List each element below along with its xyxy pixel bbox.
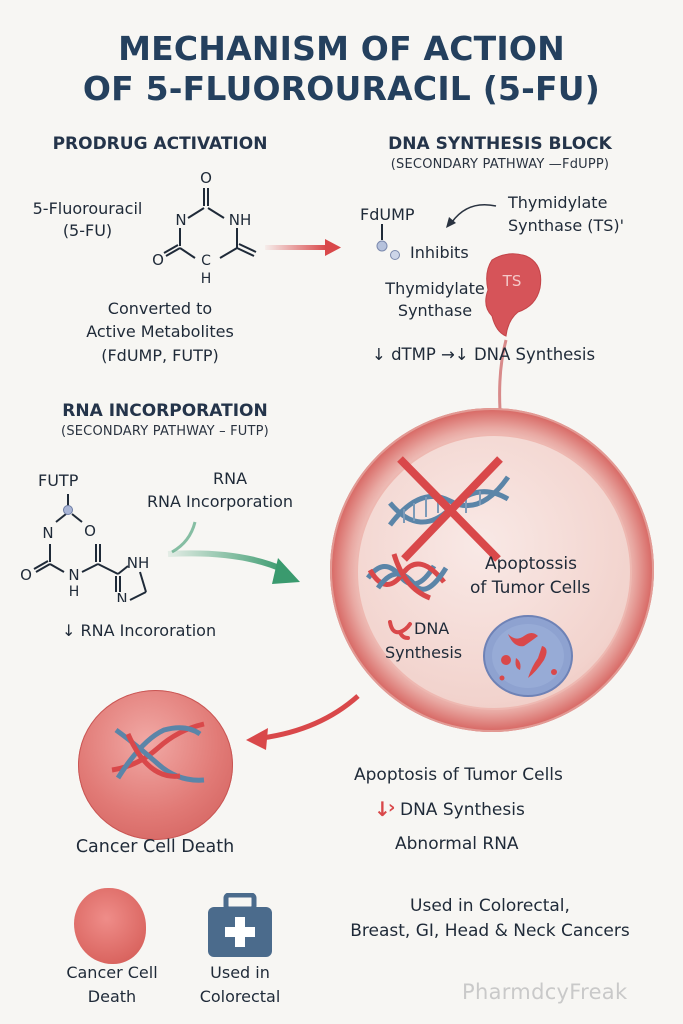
effect-abnormal-rna: Abnormal RNA	[395, 834, 519, 854]
effect-apoptosis: Apoptosis of Tumor Cells	[354, 765, 563, 785]
atom-o-top: O	[200, 169, 212, 187]
futp-atom-nh: NH	[127, 554, 150, 572]
converted-line-3: (FdUMP, FUTP)	[101, 346, 219, 365]
dna-block-heading: DNA SYNTHESIS BLOCK	[388, 134, 612, 154]
rna-line-1: RNA	[212, 469, 248, 488]
prodrug-heading: PRODRUG ACTIVATION	[52, 134, 268, 154]
inhibits-label: Inhibits	[410, 243, 469, 262]
down-arrow-icon: ↓	[374, 797, 391, 821]
fluorouracil-structure: O N NH O C H	[152, 169, 257, 287]
green-arrow-to-cell	[167, 521, 300, 584]
footer-icon2-line-2: Colorectal	[199, 987, 281, 1006]
medical-kit-icon	[208, 893, 272, 957]
inhibit-curved-arrow	[446, 204, 497, 228]
tumor-apoptosis-line-1: Apoptossis	[485, 554, 577, 574]
cancer-cell-dna-icon	[111, 721, 205, 783]
rna-heading: RNA INCORPORATION	[62, 401, 268, 421]
drug-abbr: (5-FU)	[62, 221, 113, 240]
rna-line-2: RNA Incorporation	[146, 492, 294, 511]
title-line-1: MECHANISM OF ACTION	[118, 29, 565, 68]
futp-atom-n2: N	[68, 566, 79, 584]
futp-label: FUTP	[38, 471, 79, 490]
fdump-molecule-icon	[376, 224, 400, 260]
chevron-right-icon: ›	[388, 797, 396, 818]
footer-icon1-line-2: Death	[87, 987, 137, 1006]
tumor-dna-line-1: DNA	[414, 619, 450, 638]
watermark: PharmdcyFreak	[462, 980, 628, 1004]
ts-full-line-1: Thymidylate	[508, 193, 608, 212]
converted-line-1: Converted to	[107, 299, 213, 318]
futp-atom-o3: O	[20, 566, 32, 584]
footer-icon2-line-1: Used in	[210, 963, 270, 982]
arrow-to-cancer-death	[246, 694, 360, 750]
rna-result: ↓ RNA Incororation	[62, 621, 217, 640]
fdump-label: FdUMP	[360, 205, 415, 224]
futp-atom-n3: N	[116, 590, 127, 602]
futp-atom-o1: O	[84, 522, 96, 540]
ts-enzyme-icon: TS	[485, 253, 542, 411]
atom-n-left: N	[175, 211, 186, 229]
footer-uses-line-1: Used in Colorectal,	[410, 896, 570, 916]
dna-block-result: ↓ dTMP →↓ DNA Synthesis	[372, 345, 596, 364]
thymidylate-line-2: Synthase	[397, 301, 473, 320]
rna-subheading: (SECONDARY PATHWAY – FUTP)	[61, 424, 269, 439]
tumor-apoptosis-line-2: of Tumor Cells	[470, 578, 591, 598]
futp-structure: N O O O N H NH N	[20, 494, 150, 602]
tumor-dna-line-2: Synthesis	[385, 643, 463, 662]
title-line-2: OF 5-FLUOROURACIL (5-FU)	[82, 69, 601, 108]
atom-nh-right: NH	[229, 211, 252, 229]
nucleus-icon	[483, 615, 573, 697]
atom-h-bottom: H	[201, 271, 212, 287]
broken-dna-fragment-icon	[388, 620, 412, 640]
ts-full-line-2: Synthase (TS)'	[508, 216, 625, 235]
atom-o-left: O	[152, 251, 164, 269]
damaged-dna-icon	[365, 553, 449, 601]
ts-badge-label: TS	[502, 272, 522, 290]
futp-atom-n1: N	[42, 524, 53, 542]
dna-helix-crossed-icon	[388, 456, 511, 562]
futp-atom-h2: H	[69, 584, 80, 600]
dna-block-subheading: (SECONDARY PATHWAY —FdUPP)	[390, 157, 610, 172]
cancer-death-label: Cancer Cell Death	[75, 837, 235, 857]
atom-c-bottom: C	[201, 253, 211, 269]
cancer-cell-icon	[74, 888, 146, 964]
thymidylate-line-1: Thymidylate	[385, 279, 485, 298]
arrow-to-dna-block	[265, 239, 341, 256]
footer-icon1-line-1: Cancer Cell	[66, 963, 158, 982]
effect-dna-synthesis: DNA Synthesis	[400, 800, 525, 820]
converted-line-2: Active Metabolites	[86, 322, 234, 341]
drug-name: 5-Fluorouracil	[32, 199, 143, 218]
footer-uses-line-2: Breast, GI, Head & Neck Cancers	[350, 921, 630, 941]
